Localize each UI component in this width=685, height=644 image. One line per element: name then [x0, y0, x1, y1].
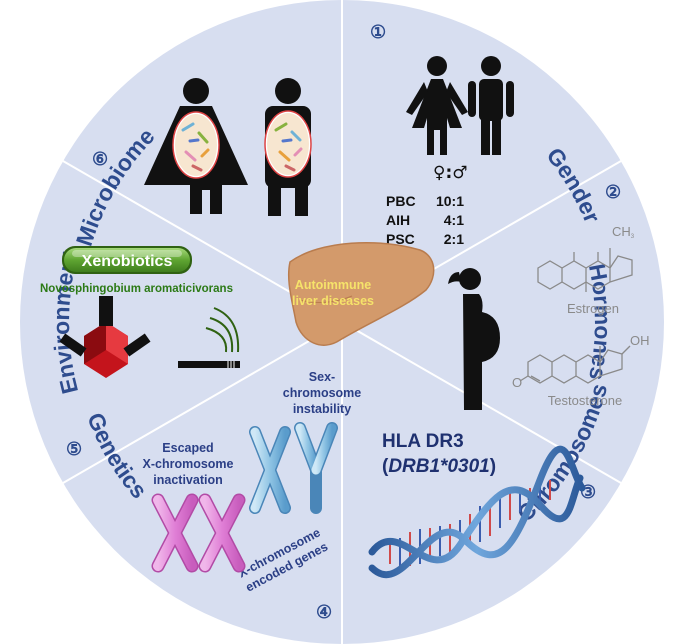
pregnant-woman-icon — [448, 268, 500, 410]
xx-chromosome-icon — [151, 493, 246, 573]
hla-allele-label: (DRB1*0301) — [382, 456, 496, 477]
ratio-disease-psc: PSC — [386, 231, 415, 247]
testosterone-structure-icon — [519, 345, 631, 384]
xenobiotics-badge: Xenobiotics — [62, 246, 192, 274]
dna-helix-icon — [368, 445, 586, 579]
segment-number-1: ① — [370, 22, 386, 42]
segment-number-5: ⑤ — [66, 439, 82, 459]
segment-number-4: ④ — [316, 602, 332, 622]
svg-text:instability: instability — [293, 402, 351, 416]
ratio-value-pbc: 10:1 — [436, 193, 464, 209]
woman-icon — [406, 56, 468, 155]
oh-label: OH — [630, 333, 650, 348]
man-icon — [468, 56, 514, 155]
ratio-value-aih: 4:1 — [444, 212, 464, 228]
microbiome-man-icon — [264, 78, 312, 216]
testosterone-label: Testosterone — [548, 393, 622, 408]
svg-text:Escaped: Escaped — [162, 441, 213, 455]
center-label-line1: Autoimmune — [295, 278, 371, 292]
ratio-disease-aih: AIH — [386, 212, 410, 228]
label-sex-chromosome-instability: Sex- chromosome instability — [283, 370, 362, 416]
svg-text:Xenobiotics: Xenobiotics — [82, 253, 173, 270]
gender-ratio-table: PBC 10:1 AIH 4:1 PSC 2:1 — [386, 193, 464, 247]
ketone-label: O — [512, 375, 522, 390]
female-male-symbol: ♀:♂ — [433, 163, 468, 183]
estrogen-label: Estrogen — [567, 301, 619, 316]
label-escaped-x-inactivation: Escaped X-chromosome inactivation — [143, 441, 234, 487]
nail-polish-icon — [59, 296, 151, 378]
svg-text:inactivation: inactivation — [153, 473, 222, 487]
center-label-line2: liver diseases — [292, 294, 374, 308]
ratio-disease-pbc: PBC — [386, 193, 416, 209]
cigarette-smoke-icon — [178, 307, 240, 368]
segment-number-2: ② — [605, 182, 621, 202]
svg-text:X-chromosome: X-chromosome — [143, 457, 234, 471]
ch3-label: CH3 — [612, 224, 635, 240]
svg-text:Sex-: Sex- — [309, 370, 335, 384]
svg-text:chromosome: chromosome — [283, 386, 362, 400]
liver-icon — [287, 241, 435, 346]
ratio-value-psc: 2:1 — [444, 231, 464, 247]
microbiome-woman-icon — [144, 78, 248, 214]
hla-dr3-label: HLA DR3 — [382, 431, 464, 452]
estrogen-structure-icon — [537, 248, 633, 292]
novosphingobium-label: Novosphingobium aromaticivorans — [40, 283, 233, 295]
segment-number-6: ⑥ — [92, 149, 108, 169]
xy-chromosome-icon — [249, 422, 338, 514]
